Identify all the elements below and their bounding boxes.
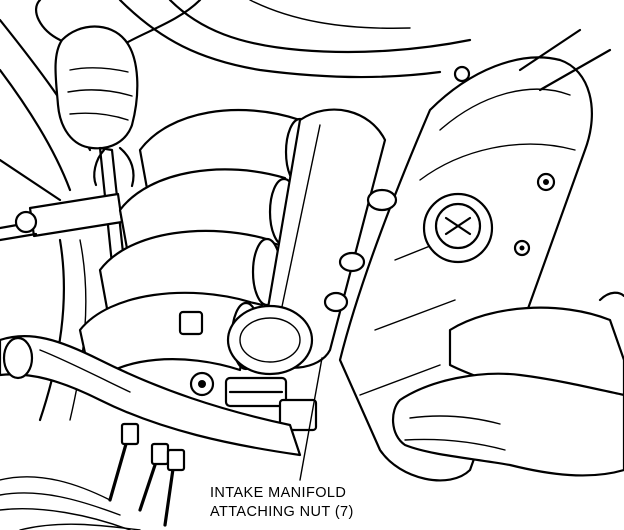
coolant-hose: [0, 334, 302, 457]
right-hands: [392, 291, 624, 477]
callout-line-1: INTAKE MANIFOLD: [210, 485, 347, 501]
callout-line-2: ATTACHING NUT (7): [210, 504, 354, 520]
cable-bracket: [0, 192, 124, 422]
intake-plenum-tube: [226, 108, 387, 376]
wiring-harness: [0, 422, 186, 530]
fittings: [178, 188, 398, 432]
callout-leader: [299, 357, 323, 481]
valve-cover: [338, 28, 612, 482]
callout-label: INTAKE MANIFOLD ATTACHING NUT (7): [210, 484, 354, 522]
